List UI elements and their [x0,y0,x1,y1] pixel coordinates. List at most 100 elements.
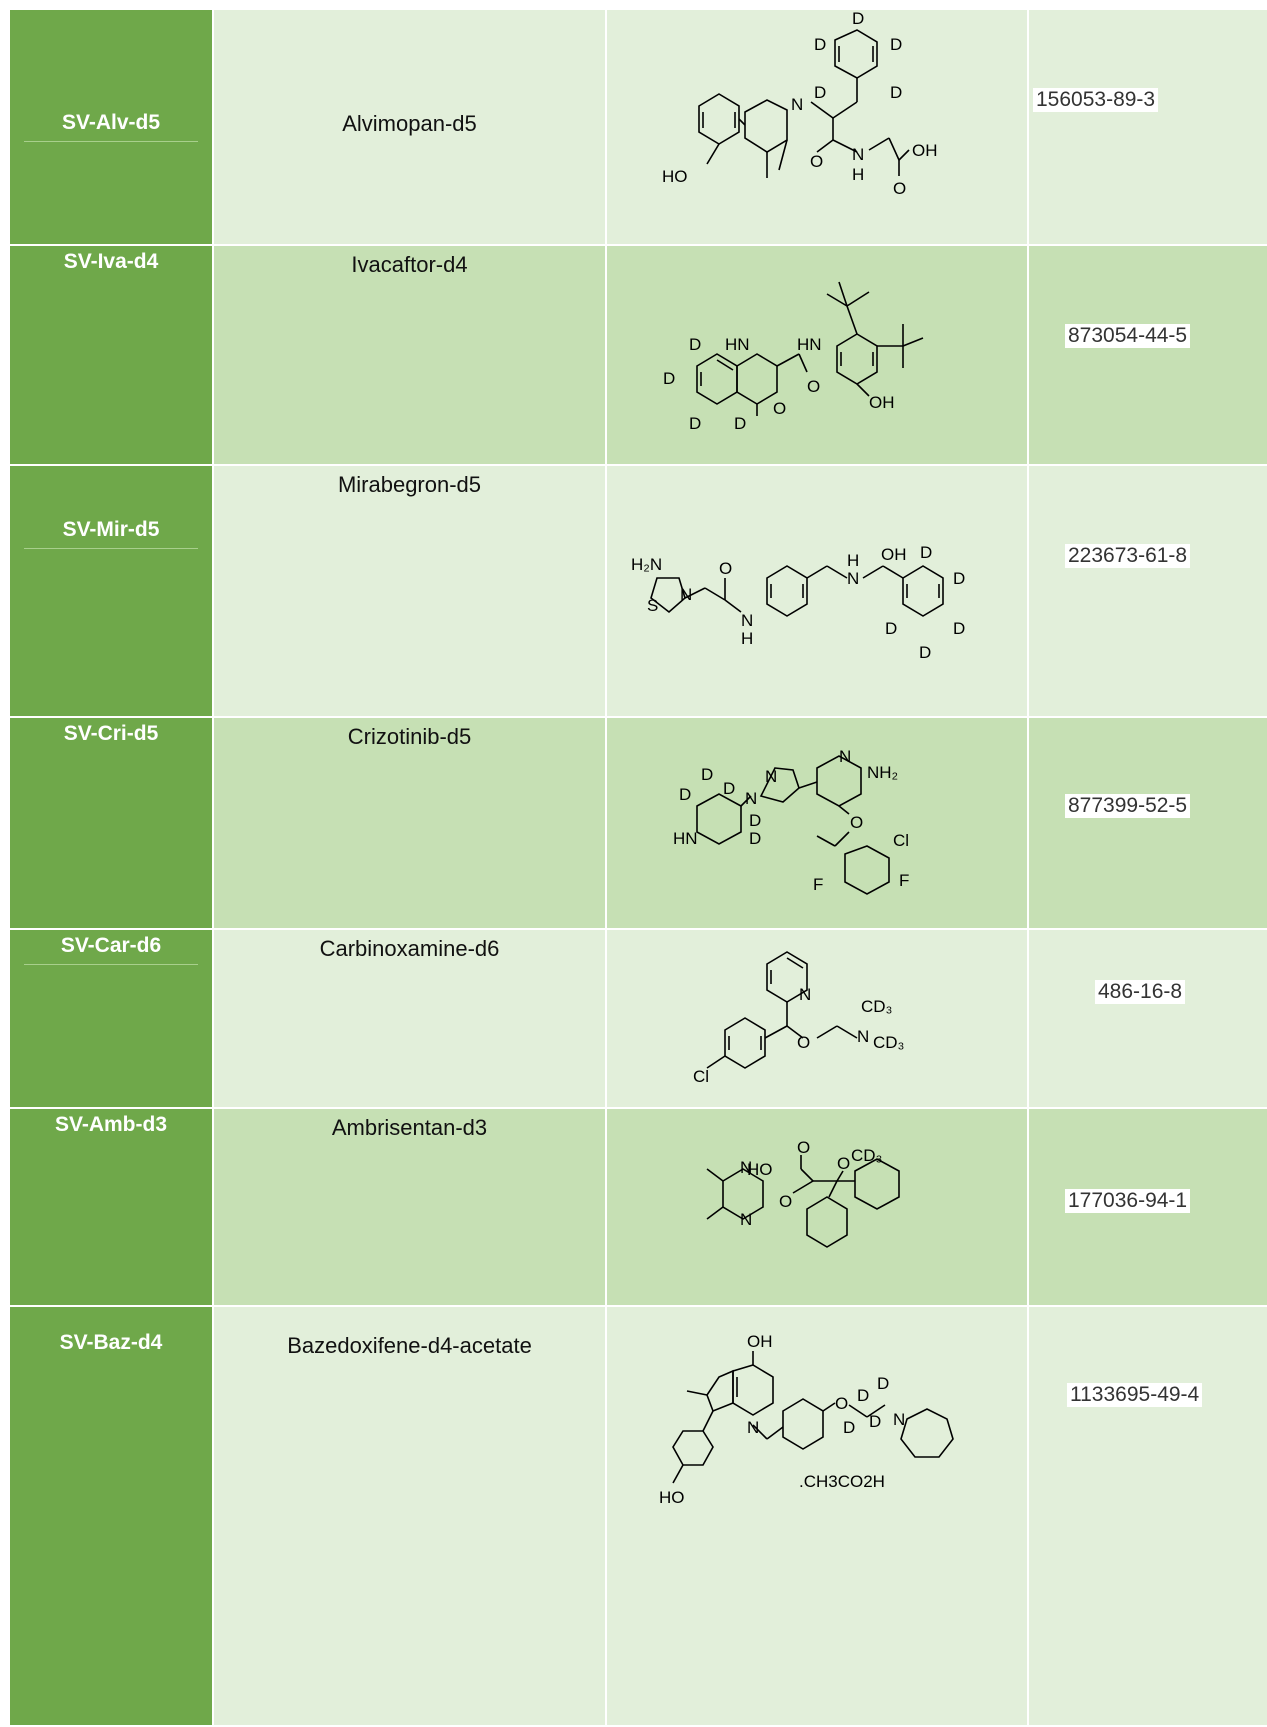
atom-label: O [810,152,823,171]
atom-label: H [847,551,859,570]
atom-label: D [689,335,701,354]
atom-label: D [679,785,691,804]
atom-label: H [852,165,864,184]
product-code: SV-Amb-d3 [54,1113,167,1136]
atom-label: N [893,1410,905,1429]
atom-label: O [850,813,863,832]
atom-label: HO [747,1160,773,1179]
atom-label: N [680,585,692,604]
atom-label: D [890,83,902,102]
atom-label: HN [797,335,822,354]
atom-label: N [791,95,803,114]
atom-label: O [773,399,786,418]
atom-label: O [837,1154,850,1173]
atom-label: O [779,1192,792,1211]
cas-number: 156053-89-3 [1033,88,1159,112]
atom-label: CD₃ [861,997,892,1016]
structure-cell: N N N NH₂ O Cl F F D D [606,717,1029,930]
atom-label: H₂N [631,555,662,574]
atom-label: .CH3CO2H [799,1472,885,1491]
atom-label: N [857,1027,869,1046]
product-code: SV-Alv-d5 [61,111,161,134]
product-name-cell: Mirabegron-d5 [213,465,607,718]
chemical-structure-image: OH N HO O D [659,1332,954,1507]
product-name-cell: Ivacaftor-d4 [213,245,607,466]
atom-label: D [877,1374,889,1393]
product-name-cell: Carbinoxamine-d6 [213,929,607,1109]
atom-label: O [719,559,732,578]
atom-label: D [919,643,931,662]
product-name: Ambrisentan-d3 [331,1115,488,1140]
chemical-structure-image: N N N NH₂ O Cl F F D D [673,747,909,895]
atom-label: D [749,811,761,830]
product-name-cell: Crizotinib-d5 [213,717,607,930]
atom-label: CD₃ [873,1033,904,1052]
product-name-cell: Ambrisentan-d3 [213,1108,607,1307]
atom-label: D [663,369,675,388]
atom-label: N [741,611,753,630]
product-code: SV-Mir-d5 [62,518,160,541]
atom-label: OH [869,393,895,412]
cas-cell: 1133695-49-4 [1028,1306,1267,1727]
cas-cell: 877399-52-5 [1028,717,1267,930]
cas-number: 877399-52-5 [1065,794,1191,818]
product-code: SV-Iva-d4 [63,250,159,273]
atom-label: D [953,619,965,638]
atom-label: F [813,875,823,894]
atom-label: D [843,1418,855,1437]
cas-cell: 486-16-8 [1028,929,1267,1109]
cas-number: 177036-94-1 [1065,1189,1191,1213]
product-code: SV-Baz-d4 [59,1331,163,1354]
atom-label: D [723,779,735,798]
product-name: Crizotinib-d5 [347,724,472,749]
atom-label: N [745,789,757,808]
chemical-structure-image: HN D D D D O O HN [663,281,924,433]
product-name-cell: Alvimopan-d5 [213,10,607,246]
atom-label: D [689,414,701,433]
atom-label: HO [659,1488,685,1507]
product-code-cell: SV-Baz-d4 [10,1306,214,1727]
atom-label: HN [725,335,750,354]
cas-cell: 177036-94-1 [1028,1108,1267,1307]
atom-label: D [749,829,761,848]
atom-label: N [740,1210,752,1229]
product-code-cell: SV-Car-d6 [10,929,214,1109]
atom-label: NH₂ [867,763,898,782]
atom-label: Cl [693,1067,709,1086]
atom-label: HO [662,167,688,186]
product-code-cell: SV-Iva-d4 [10,245,214,466]
cas-cell: 156053-89-3 [1028,10,1267,246]
cas-number: 223673-61-8 [1065,544,1191,568]
cas-cell: 873054-44-5 [1028,245,1267,466]
atom-label: O [835,1394,848,1413]
code-underline [24,548,198,549]
product-name: Carbinoxamine-d6 [319,936,500,961]
product-code-cell: SV-Cri-d5 [10,717,214,930]
atom-label: D [734,414,746,433]
atom-label: N [740,1158,752,1177]
product-name: Mirabegron-d5 [337,472,482,497]
code-underline [24,141,198,142]
product-name-cell: Bazedoxifene-d4-acetate [213,1306,607,1727]
structure-cell: O HO O O CD₃ N N [606,1108,1029,1307]
product-code: SV-Car-d6 [60,934,162,957]
atom-label: D [869,1412,881,1431]
product-code: SV-Cri-d5 [63,722,159,745]
table-row: SV-Mir-d5 Mirabegron-d5 H₂N N S O N [10,465,1267,718]
atom-label: F [899,871,909,890]
chemical-structure-image: O HO O O CD₃ N N [706,1138,900,1248]
table-row: SV-Cri-d5 Crizotinib-d5 N N N NH₂ O [10,717,1267,930]
structure-cell: HN D D D D O O HN [606,245,1029,466]
product-code-cell: SV-Amb-d3 [10,1108,214,1307]
atom-label: D [814,83,826,102]
table-row: SV-Amb-d3 Ambrisentan-d3 O HO O O CD₃ N [10,1108,1267,1307]
structure-cell: D D D D D N HO [606,10,1029,246]
product-table: SV-Alv-d5 Alvimopan-d5 D D D D D [10,10,1267,1727]
atom-label: N [839,747,851,766]
atom-label: D [701,765,713,784]
atom-label: N [852,145,864,164]
chemical-structure-image: D D D D D N HO [662,10,938,198]
table-row: SV-Iva-d4 Ivacaftor-d4 HN D D D D O [10,245,1267,466]
atom-label: D [814,35,826,54]
atom-label: OH [912,141,938,160]
